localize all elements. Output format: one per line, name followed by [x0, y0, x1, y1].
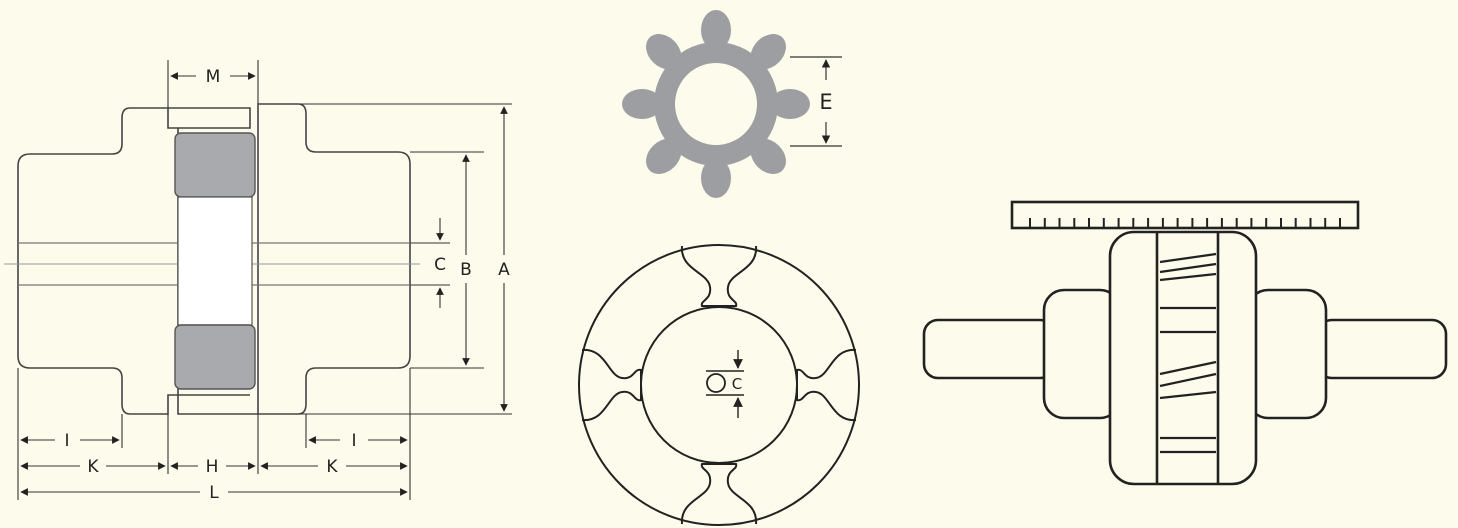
insert-bottom-block: [174, 324, 256, 390]
dim-label-b: B: [460, 260, 472, 280]
spider-lobe: [770, 89, 810, 119]
dim-label-h: H: [206, 457, 219, 477]
spider-lobe: [701, 158, 731, 198]
dim-label-i-right: I: [351, 431, 356, 451]
dim-label-c: C: [434, 255, 446, 275]
end-view-hub-circle: [640, 306, 798, 464]
end-view-pin: [706, 373, 726, 393]
spider-lobe: [646, 138, 682, 174]
coupling-end-view: [578, 244, 860, 526]
dim-label-k-left: K: [87, 457, 99, 477]
dim-label-a: A: [498, 260, 510, 280]
right-hub-outline: [257, 103, 411, 415]
spider-bore: [675, 63, 757, 145]
right-shaft: [1316, 318, 1448, 380]
coupling-internal-slats: [1159, 252, 1217, 454]
straightedge-ruler: [1010, 200, 1360, 230]
insert-center-gap: [177, 196, 253, 326]
spider-lobe: [750, 138, 786, 174]
right-hub-body: [1246, 288, 1328, 420]
coupling-body: [1108, 230, 1258, 486]
spider-lobe: [622, 89, 662, 119]
spider-lobe: [646, 34, 682, 70]
end-view-jaw-bottom: [680, 463, 758, 525]
dim-label-i-left: I: [64, 431, 69, 451]
spider-element-view: E: [622, 10, 842, 198]
left-hub-body: [1042, 288, 1122, 420]
dim-label-l: L: [209, 483, 219, 503]
end-view-outer-ring: [578, 244, 860, 526]
side-view-dimension-lines: [17, 60, 512, 500]
spider-lobe: [750, 34, 786, 70]
end-view-jaw-right: [796, 348, 857, 422]
alignment-check-view: [922, 200, 1448, 486]
spider-insert-section: [174, 132, 256, 390]
end-view-jaw-top: [680, 245, 758, 307]
spider-dim-label-e: E: [819, 90, 832, 114]
ruler-tick-marks: [1029, 218, 1341, 228]
insert-top-block: [174, 132, 256, 198]
left-hub-outline: [17, 107, 179, 415]
end-view-dim-label-c: C: [732, 375, 742, 393]
spider-lobe: [701, 10, 731, 50]
left-shaft: [922, 318, 1056, 380]
dim-label-k-right: K: [326, 457, 338, 477]
end-view-jaw-left: [581, 348, 642, 422]
left-hub-jaw-top: [168, 107, 251, 129]
dim-label-m: M: [206, 67, 221, 87]
right-hub-jaw-bottom: [177, 394, 258, 415]
